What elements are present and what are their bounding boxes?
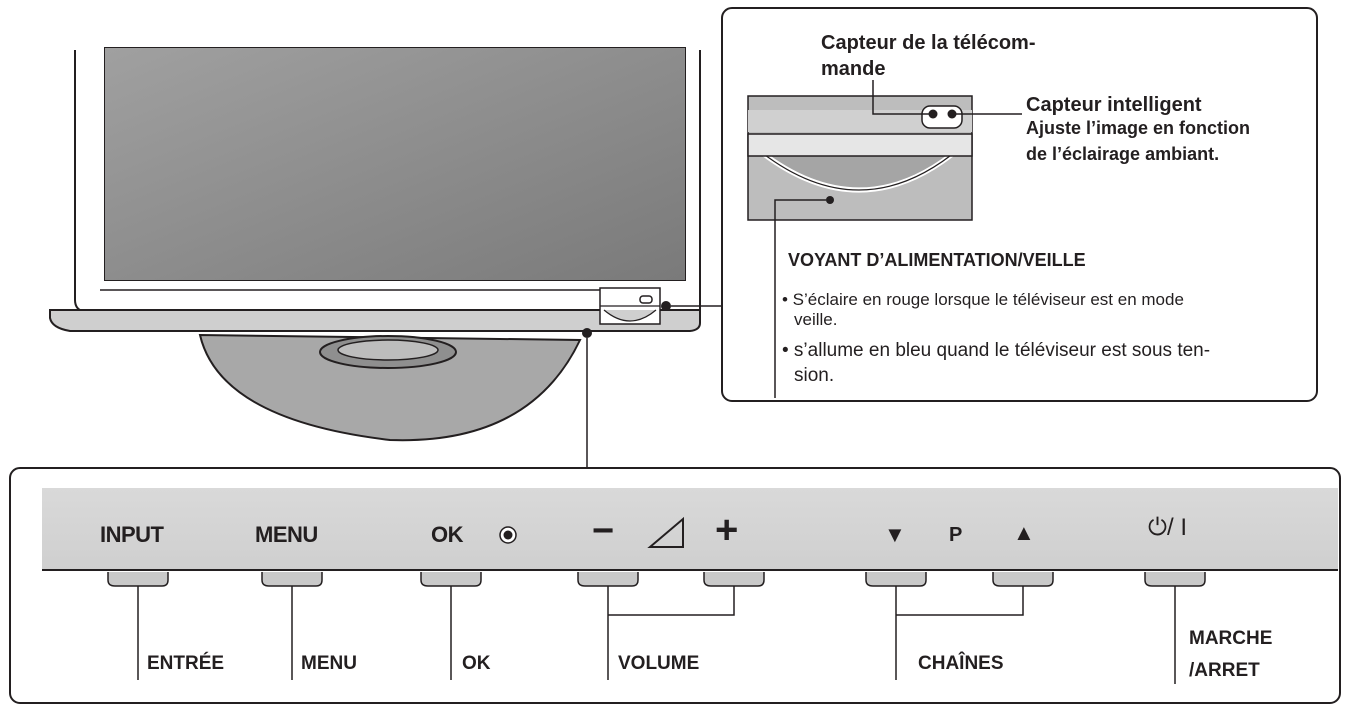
- channel-p-label: P: [949, 524, 962, 546]
- bullet-2-line-2: sion.: [794, 365, 835, 386]
- power-button[interactable]: ⏻/ I: [1148, 514, 1187, 541]
- callout-menu: MENU: [301, 653, 357, 674]
- remote-sensor-label-2: mande: [821, 58, 886, 80]
- callout-ok: OK: [462, 653, 491, 674]
- bullet-2-line-1: • s’allume en bleu quand le téléviseur e…: [782, 340, 1211, 361]
- smart-sensor-desc-2: de l’éclairage ambiant.: [1026, 144, 1220, 164]
- remote-sensor-label-1: Capteur de la télécom-: [821, 32, 1036, 54]
- callout-volume: VOLUME: [618, 653, 700, 674]
- button-leaders: [137, 586, 1176, 684]
- tv-bottom-strip: [49, 309, 701, 332]
- callout-entree: ENTRÉE: [147, 653, 225, 674]
- ok-button[interactable]: OK: [431, 522, 464, 547]
- input-button[interactable]: INPUT: [100, 522, 164, 547]
- bullet-1-line-2: veille.: [794, 310, 838, 329]
- tv-stand: [198, 333, 582, 442]
- smart-sensor-title: Capteur intelligent: [1026, 94, 1202, 116]
- channel-up-button[interactable]: ▲: [1013, 520, 1035, 545]
- power-led-title: VOYANT D’ALIMENTATION/VEILLE: [788, 250, 1086, 270]
- bullet-1-line-1: • S’éclaire en rouge lorsque le télévise…: [782, 290, 1184, 309]
- smart-sensor-desc-1: Ajuste l’image en fonction: [1026, 118, 1251, 138]
- callout-arret: /ARRET: [1189, 660, 1260, 681]
- volume-triangle-icon: [647, 516, 684, 548]
- channel-down-button[interactable]: ▼: [884, 522, 906, 547]
- callout-chaines: CHAÎNES: [918, 653, 1004, 674]
- callout-marche: MARCHE: [1189, 628, 1273, 649]
- control-strip: [42, 488, 1338, 570]
- volume-minus-button[interactable]: −: [592, 510, 615, 552]
- volume-plus-button[interactable]: +: [715, 508, 739, 552]
- menu-button[interactable]: MENU: [255, 522, 318, 547]
